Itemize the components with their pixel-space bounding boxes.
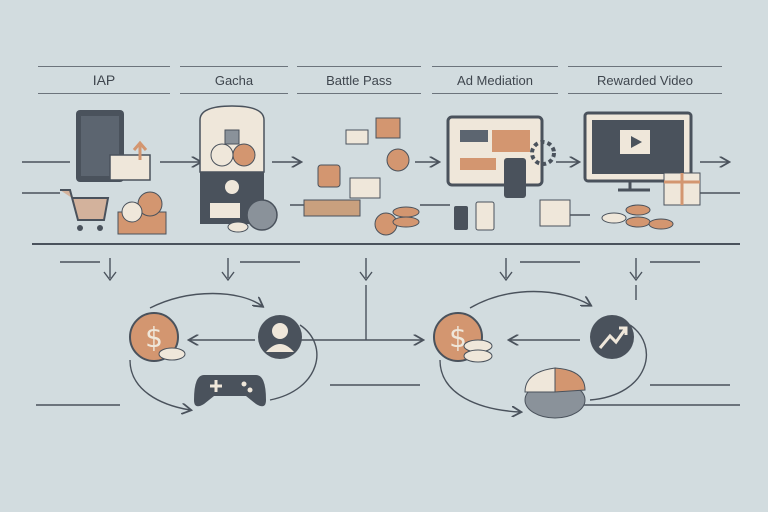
- dollar-coin-icon: $: [129, 312, 186, 362]
- stage-label-battle-pass: Battle Pass: [297, 66, 421, 94]
- trend-up-icon: [590, 315, 634, 359]
- dollar-coin-icon-2: $: [433, 312, 493, 363]
- cycle-1-arrows: [36, 285, 422, 410]
- stage-label-ad-mediation: Ad Mediation: [432, 66, 558, 94]
- svg-text:$: $: [449, 321, 467, 354]
- stage-label-iap: IAP: [38, 66, 170, 94]
- tablet-cart-icon: [60, 110, 167, 235]
- battle-pass-rewards-icon: [303, 117, 420, 236]
- video-monitor-gift-icon: [583, 111, 701, 230]
- stage-label-gacha: Gacha: [180, 66, 288, 94]
- cycle-2-arrows: [439, 285, 740, 412]
- ad-monitor-gear-icon: [446, 115, 571, 231]
- svg-text:$: $: [145, 321, 163, 354]
- gamepad-icon: [194, 375, 266, 407]
- stage-label-rewarded-video: Rewarded Video: [568, 66, 722, 94]
- down-arrows: [60, 258, 700, 282]
- pie-chart-icon: [524, 367, 586, 419]
- gacha-machine-icon: [199, 105, 278, 233]
- user-avatar-icon: [258, 315, 302, 359]
